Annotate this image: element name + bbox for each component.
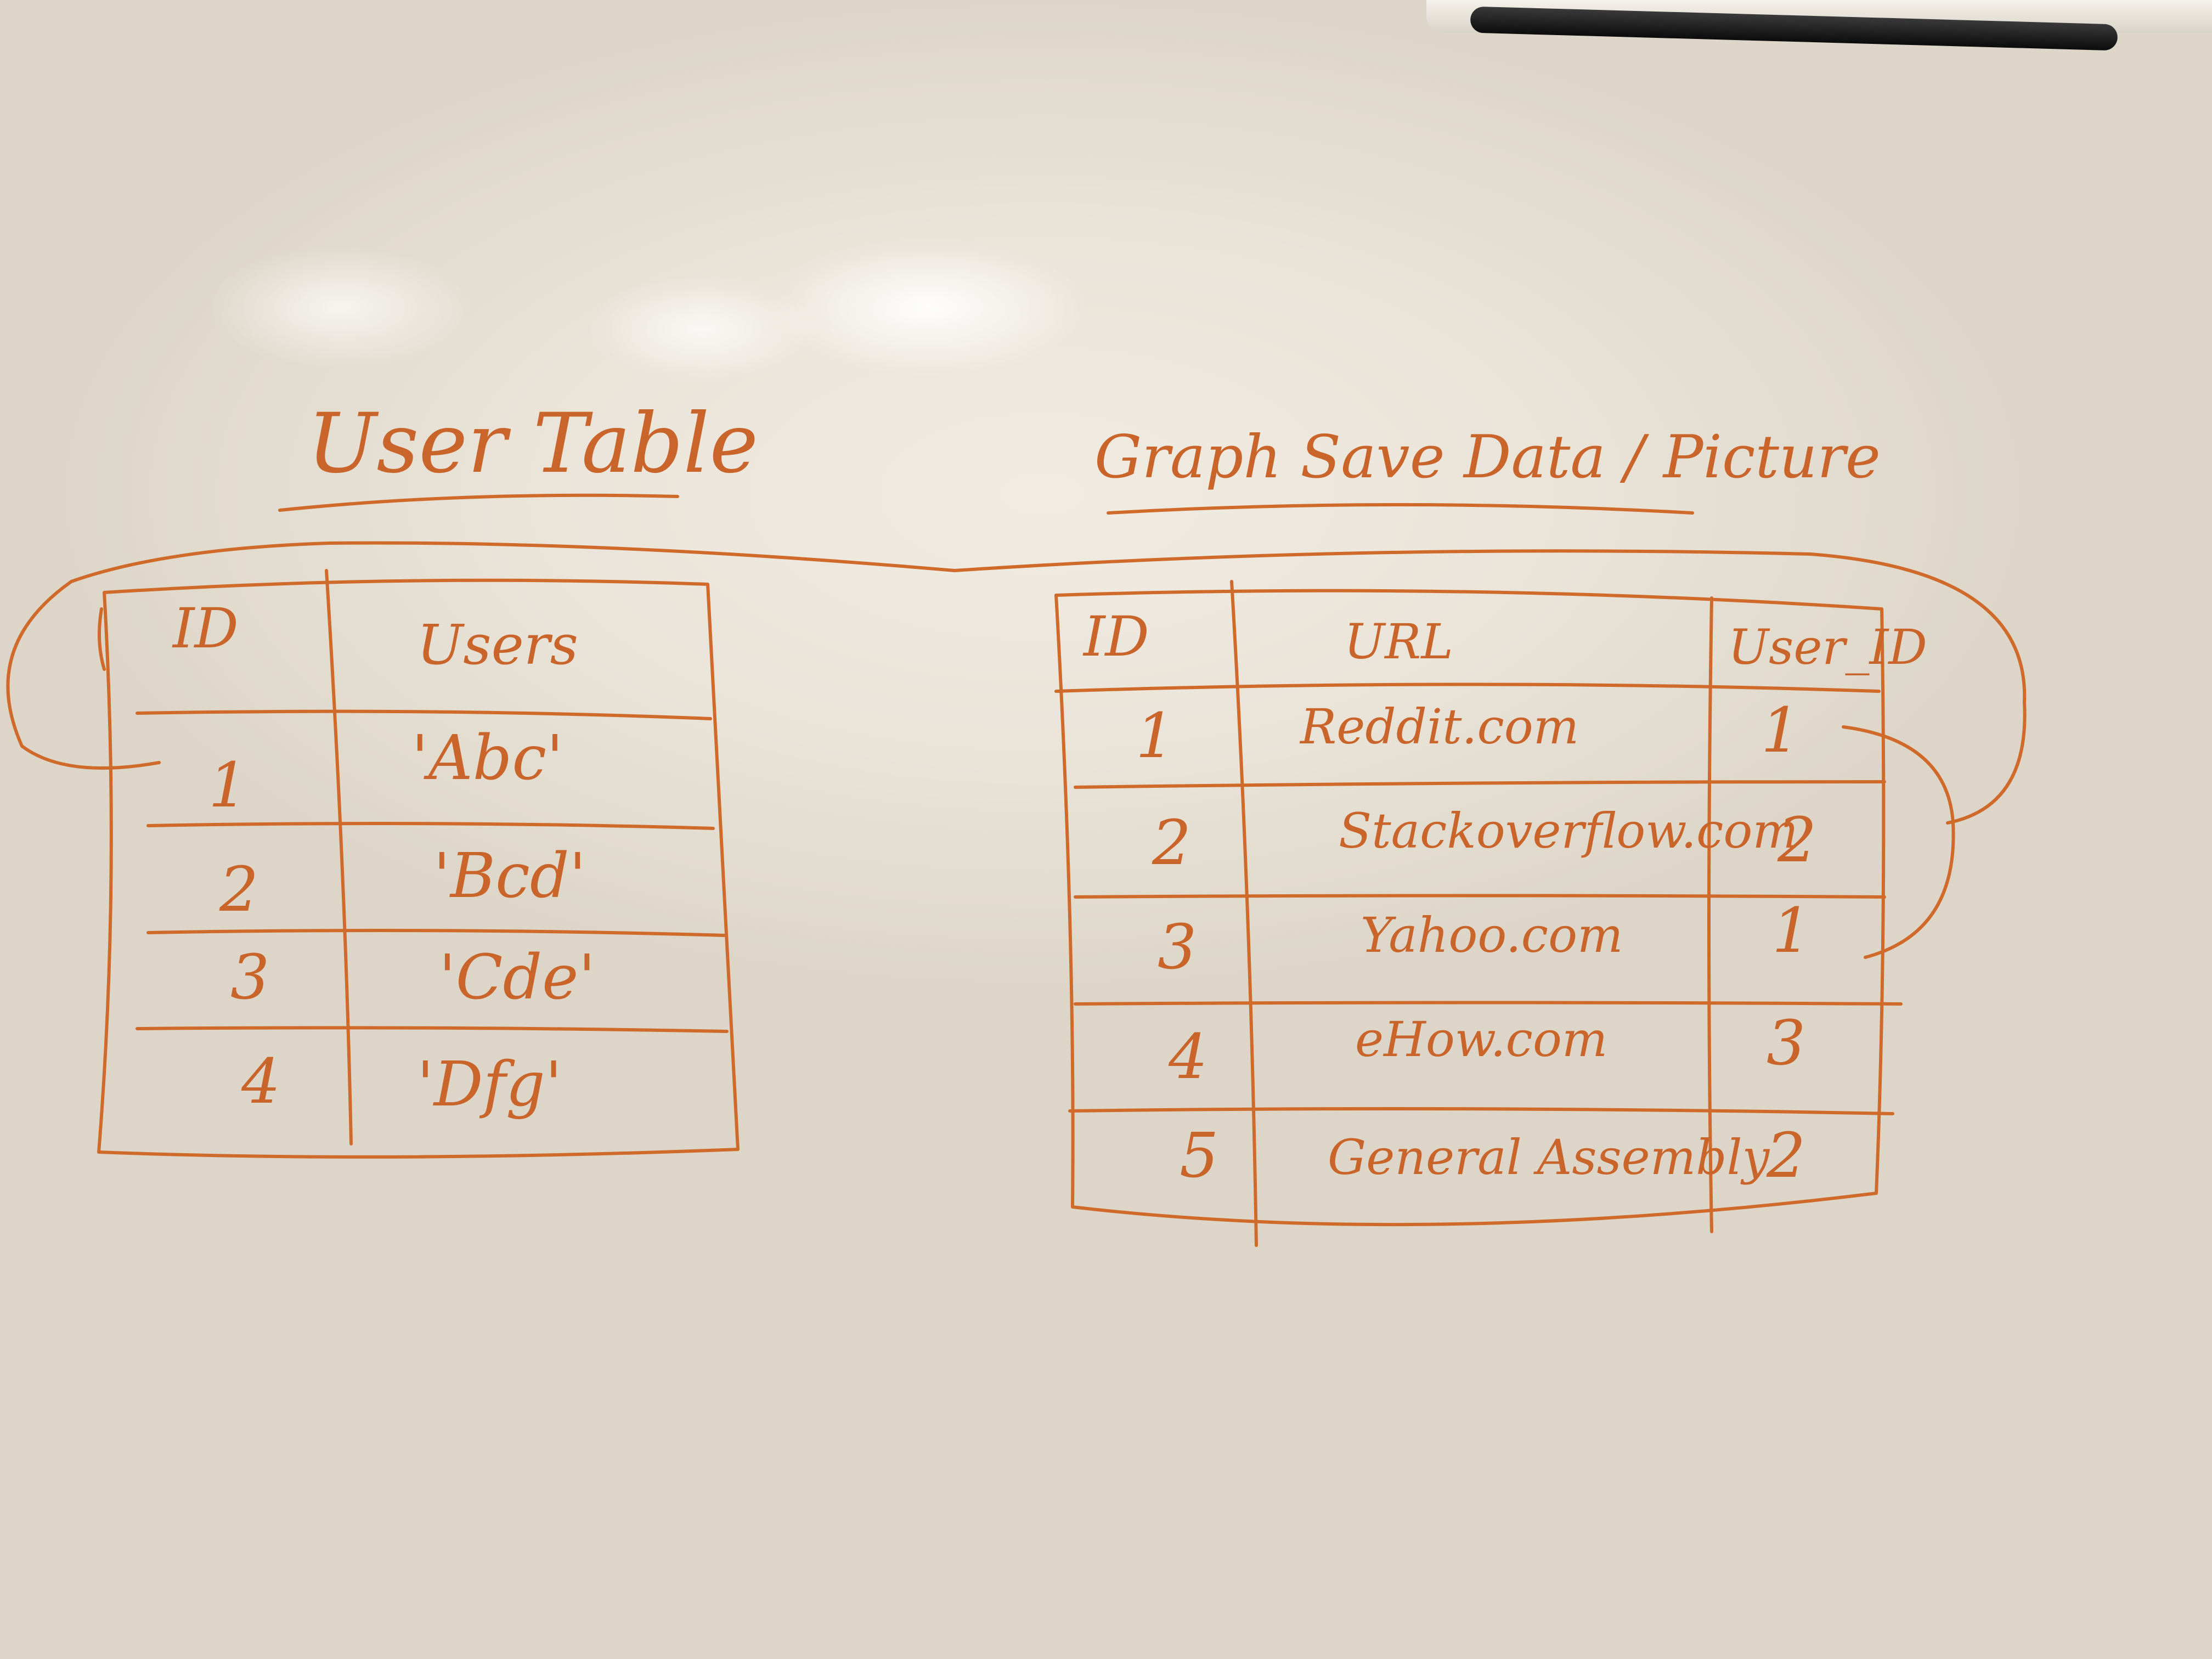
graph-table-cell-url: Yahoo.com (1361, 907, 1623, 963)
user-table-cell-user: 'Abc' (411, 723, 563, 794)
graph-table-header-line (1054, 682, 1881, 693)
user-table-title: User Table (307, 396, 758, 492)
relationship-line-users-to-graph (6, 541, 2027, 825)
graph-table-title-underline (1107, 503, 1694, 515)
graph-table-row-line (1068, 1107, 1894, 1115)
graph-table-header-url: URL (1344, 613, 1453, 670)
graph-table-column-divider (1707, 596, 1713, 1233)
graph-table-header-id: ID (1082, 605, 1149, 669)
user-table-cell-id: 1 (208, 750, 247, 821)
graph-table-cell-id: 4 (1168, 1022, 1207, 1093)
relationship-line-tick (98, 607, 106, 671)
user-table-cell-id: 4 (241, 1046, 280, 1118)
user-table-title-underline (278, 493, 679, 512)
user-table-row-line (146, 929, 726, 937)
graph-table-cell-user-id: 3 (1767, 1008, 1805, 1079)
user-table-row-line (136, 1026, 729, 1033)
graph-table-cell-id: 5 (1180, 1120, 1218, 1192)
graph-table-column-divider (1230, 580, 1258, 1247)
graph-table-cell-url: General Assembly (1328, 1129, 1770, 1186)
graph-table-header-user-id: User_ID (1728, 619, 1927, 675)
user-table-cell-user: 'Bcd' (433, 840, 586, 912)
user-table-cell-user: 'Dfg' (417, 1049, 562, 1120)
relationship-line-user-id-bracket (1842, 725, 1955, 959)
graph-table-cell-user-id: 1 (1772, 895, 1811, 967)
user-table: ID Users 1 'Abc' 2 'Bcd' 3 'Cde' 4 'Dfg' (97, 569, 740, 1159)
user-table-header-line (136, 709, 712, 720)
graph-table-cell-url: Reddit.com (1299, 698, 1579, 755)
user-table-header-users: Users (417, 613, 578, 677)
graph-table-cell-user-id: 1 (1761, 695, 1800, 766)
graph-table-cell-id: 3 (1158, 912, 1197, 983)
graph-table-row-line (1074, 1001, 1903, 1006)
user-table-cell-id: 3 (230, 942, 269, 1013)
graph-table-cell-id: 2 (1152, 808, 1191, 879)
graph-table-border (1054, 589, 1886, 1227)
graph-table-cell-url: eHow.com (1355, 1011, 1607, 1068)
graph-table-row-line (1074, 780, 1886, 789)
graph-table-cell-user-id: 2 (1777, 805, 1816, 876)
graph-table-title: Graph Save Data / Picture (1094, 423, 1881, 492)
user-table-header-id: ID (172, 596, 239, 661)
graph-table-row-line (1074, 894, 1886, 899)
graph-table-cell-id: 1 (1136, 701, 1175, 772)
user-table-cell-id: 2 (219, 854, 258, 926)
user-table-column-divider (325, 569, 353, 1146)
user-table-row-line (146, 822, 715, 830)
graph-table-cell-user-id: 2 (1766, 1120, 1805, 1192)
graph-table-cell-url: Stackoverflow.com (1339, 803, 1798, 859)
graph-table: ID URL User_ID 1 Reddit.com 1 2 Stackove… (1054, 580, 1927, 1247)
user-table-border (97, 578, 740, 1159)
user-table-cell-user: 'Cde' (439, 942, 595, 1013)
